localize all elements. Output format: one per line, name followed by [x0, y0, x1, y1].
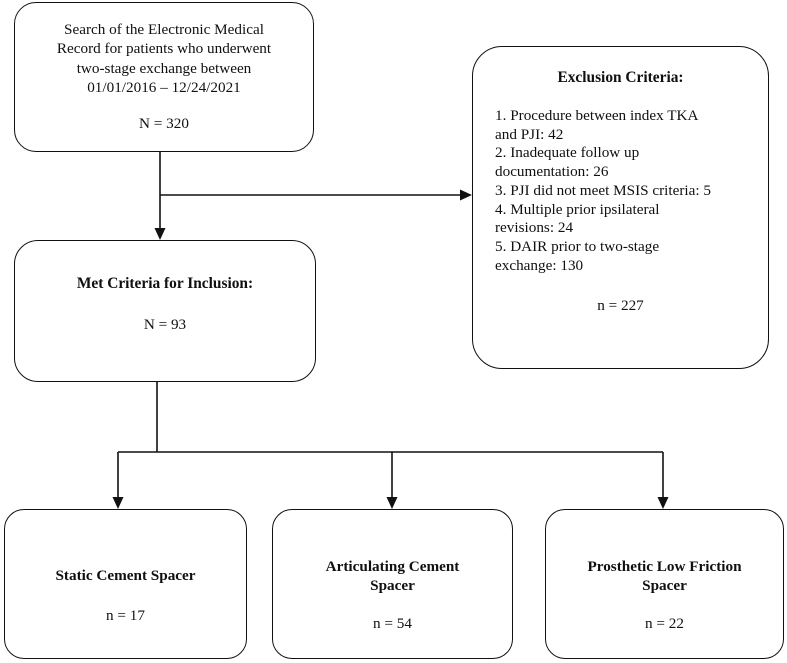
- prosthetic-spacer-count: n = 22: [645, 615, 684, 633]
- exclusion-line-4: documentation: 26: [495, 163, 609, 181]
- search-line-3: two-stage exchange between: [76, 59, 252, 77]
- exclusion-box-title: Exclusion Criteria:: [557, 69, 684, 86]
- search-box-count: N = 320: [139, 115, 189, 133]
- articulating-cement-spacer-box: Articulating Cement Spacer n = 54: [272, 509, 513, 659]
- articulating-spacer-count: n = 54: [373, 615, 412, 633]
- prosthetic-spacer-title-line-1: Prosthetic Low Friction: [587, 558, 742, 575]
- search-box-text: Search of the Electronic Medical Record …: [57, 20, 271, 97]
- inclusion-to-articulating-arrowhead: [386, 497, 398, 509]
- met-criteria-title: Met Criteria for Inclusion:: [76, 275, 254, 292]
- exclusion-line-2: and PJI: 42: [495, 125, 564, 143]
- static-spacer-title: Static Cement Spacer: [55, 567, 195, 586]
- exclusion-line-9: exchange: 130: [495, 256, 584, 274]
- exclusion-criteria-box: Exclusion Criteria: 1. Procedure between…: [472, 46, 769, 369]
- search-box: Search of the Electronic Medical Record …: [14, 2, 314, 152]
- exclusion-line-6: 4. Multiple prior ipsilateral: [495, 200, 660, 218]
- exclusion-box-count: n = 227: [597, 296, 644, 314]
- exclusion-line-8: 5. DAIR prior to two-stage: [495, 238, 660, 256]
- search-line-2: Record for patients who underwent: [56, 40, 272, 58]
- prosthetic-low-friction-spacer-box: Prosthetic Low Friction Spacer n = 22: [545, 509, 784, 659]
- exclusion-line-5: 3. PJI did not meet MSIS criteria: 5: [495, 181, 711, 199]
- exclusion-criteria-list: 1. Procedure between index TKA and PJI: …: [495, 107, 746, 276]
- search-to-exclusion-arrowhead: [460, 189, 472, 201]
- inclusion-to-static-arrowhead: [112, 497, 124, 509]
- articulating-spacer-title-line-1: Articulating Cement: [325, 558, 460, 575]
- static-spacer-count: n = 17: [106, 606, 145, 624]
- prosthetic-spacer-title-line-2: Spacer: [642, 576, 687, 594]
- met-criteria-box: Met Criteria for Inclusion: N = 93: [14, 240, 316, 382]
- exclusion-line-3: 2. Inadequate follow up: [495, 144, 640, 162]
- met-criteria-count: N = 93: [143, 315, 187, 333]
- search-line-4: 01/01/2016 – 12/24/2021: [87, 79, 241, 97]
- exclusion-line-1: 1. Procedure between index TKA: [495, 106, 699, 124]
- search-line-1: Search of the Electronic Medical: [64, 21, 264, 39]
- articulating-spacer-title: Articulating Cement Spacer: [326, 558, 460, 595]
- prosthetic-spacer-title: Prosthetic Low Friction Spacer: [587, 558, 741, 595]
- inclusion-to-prosthetic-arrowhead: [657, 497, 669, 509]
- articulating-spacer-title-line-2: Spacer: [370, 576, 415, 594]
- static-spacer-title-line-1: Static Cement Spacer: [55, 567, 196, 584]
- exclusion-line-7: revisions: 24: [495, 219, 574, 237]
- static-cement-spacer-box: Static Cement Spacer n = 17: [4, 509, 247, 659]
- search-to-inclusion-arrowhead: [154, 228, 166, 240]
